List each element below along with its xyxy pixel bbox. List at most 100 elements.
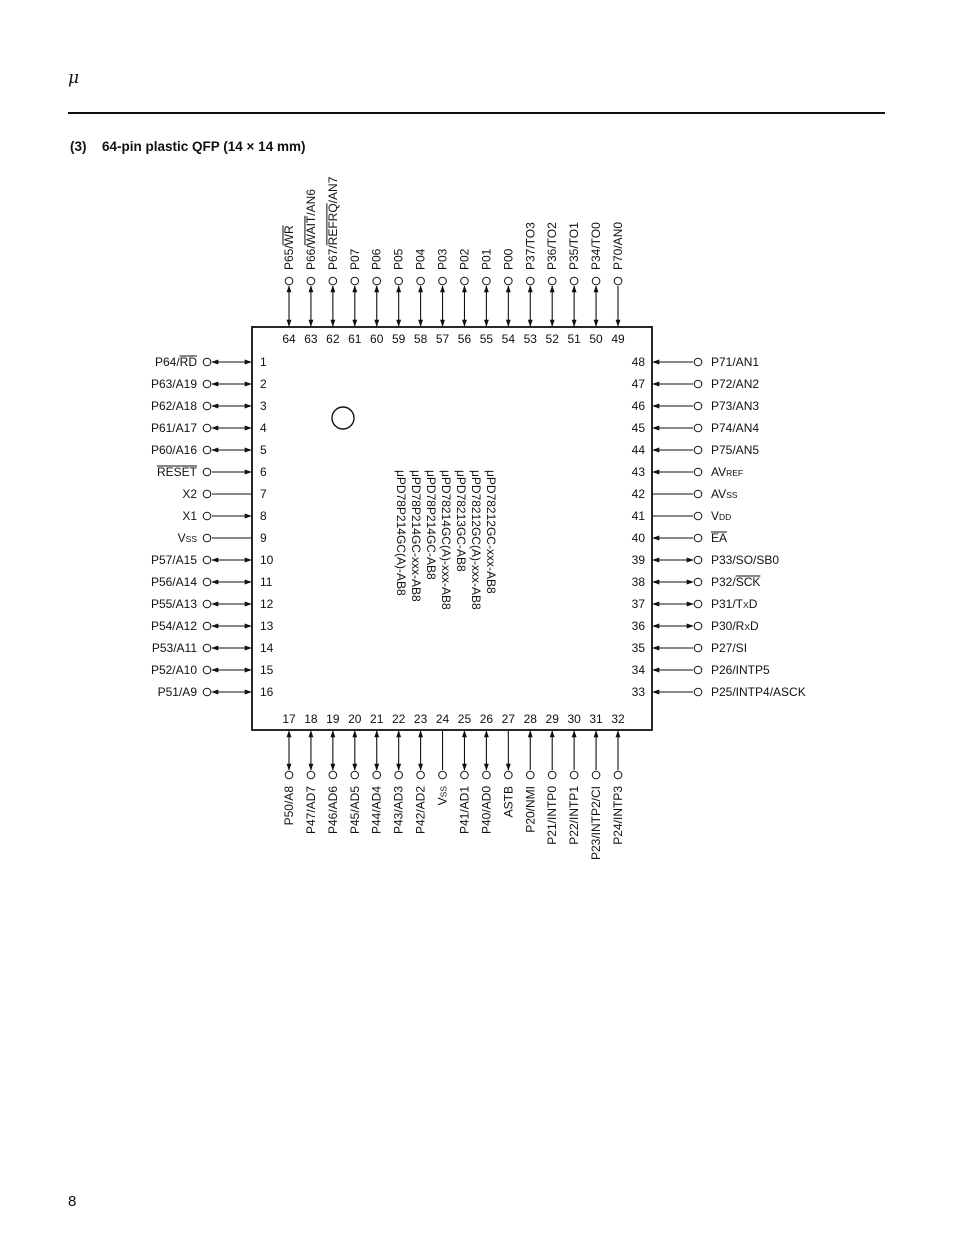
pin-number: 30: [567, 712, 581, 726]
pin-number: 60: [370, 332, 384, 346]
pin-label: P50/A8: [282, 786, 296, 826]
pin-terminal: [693, 423, 703, 433]
pin-number: 21: [370, 712, 384, 726]
page-number: 8: [68, 1193, 77, 1210]
pin-number: 52: [546, 332, 560, 346]
pin-number: 49: [611, 332, 625, 346]
pin-label: P44/AD4: [370, 786, 384, 834]
pin-number: 12: [260, 597, 274, 611]
pin1-index-mark: [331, 406, 355, 430]
pin-number: 40: [632, 531, 646, 545]
pin-number: 51: [567, 332, 581, 346]
pin-label: P01: [479, 248, 493, 270]
pin-number: 10: [260, 553, 274, 567]
pin-terminal: [693, 555, 703, 565]
pin-number: 20: [348, 712, 362, 726]
pin-terminal: [693, 401, 703, 411]
pin-terminal: [547, 276, 557, 286]
section-title-text: 64-pin plastic QFP (14 × 14 mm): [102, 139, 306, 154]
pin-label: P45/AD5: [348, 786, 362, 834]
pin-label: P26/INTP5: [711, 663, 770, 677]
pin-label: P21/INTP0: [545, 786, 559, 845]
pin-terminal: [693, 665, 703, 675]
pin-terminal: [202, 357, 212, 367]
pin-number: 31: [589, 712, 603, 726]
pin-terminal: [569, 770, 579, 780]
pin-terminal: [613, 770, 623, 780]
pin-terminal: [202, 599, 212, 609]
pin-label: VDD: [711, 509, 731, 523]
pin-8: 8X1: [182, 509, 267, 523]
pin-15: 15 P52/A10: [151, 663, 274, 677]
pin-terminal: [284, 770, 294, 780]
pin-terminal: [306, 770, 316, 780]
pin-label: P66/WAIT/AN6: [304, 189, 318, 270]
pin-terminal: [202, 467, 212, 477]
pin-label: P33/SO/SB0: [711, 553, 779, 567]
pin-terminal: [693, 379, 703, 389]
pin-number: 15: [260, 663, 274, 677]
pin-terminal: [202, 489, 212, 499]
pin-label: VSS: [178, 531, 198, 545]
pin-label: P30/RXD: [711, 619, 759, 633]
pin-label: P47/AD7: [304, 786, 318, 834]
part-number: μPD78P214GC-xxx-AB8: [409, 470, 423, 602]
pin-terminal: [350, 276, 360, 286]
pin-label: P32/SCK: [711, 575, 760, 589]
pin-number: 9: [260, 531, 267, 545]
part-number: μPD78212GC(A)-xxx-AB8: [469, 470, 483, 610]
pin-number: 59: [392, 332, 406, 346]
pin-number: 32: [611, 712, 625, 726]
pin-terminal: [693, 621, 703, 631]
part-number: μPD78212GC-xxx-AB8: [484, 470, 498, 594]
pin-terminal: [693, 577, 703, 587]
pin-number: 23: [414, 712, 428, 726]
pin-label: P24/INTP3: [611, 786, 625, 845]
pin-label: P03: [436, 248, 450, 270]
pin-number: 24: [436, 712, 450, 726]
pin-label: P51/A9: [158, 685, 198, 699]
pin-label: ASTB: [501, 786, 515, 817]
pin-number: 18: [304, 712, 318, 726]
pin-label: X2: [182, 487, 197, 501]
pin-label: P23/INTP2/CI: [589, 786, 603, 860]
pin-number: 33: [632, 685, 646, 699]
pin-number: 56: [458, 332, 472, 346]
pin-number: 3: [260, 399, 267, 413]
pin-terminal: [202, 401, 212, 411]
pin-terminal: [202, 665, 212, 675]
pin-terminal: [504, 276, 513, 286]
part-number: μPD78213GC-AB8: [454, 470, 468, 572]
pin-number: 4: [260, 421, 267, 435]
pin-label: P74/AN4: [711, 421, 759, 435]
pin-number: 36: [632, 619, 646, 633]
pin-label: AVSS: [711, 487, 738, 501]
pin-number: 64: [282, 332, 296, 346]
pin-label: AVREF: [711, 465, 743, 479]
pin-terminal: [693, 511, 703, 521]
pin-label: P52/A10: [151, 663, 197, 677]
